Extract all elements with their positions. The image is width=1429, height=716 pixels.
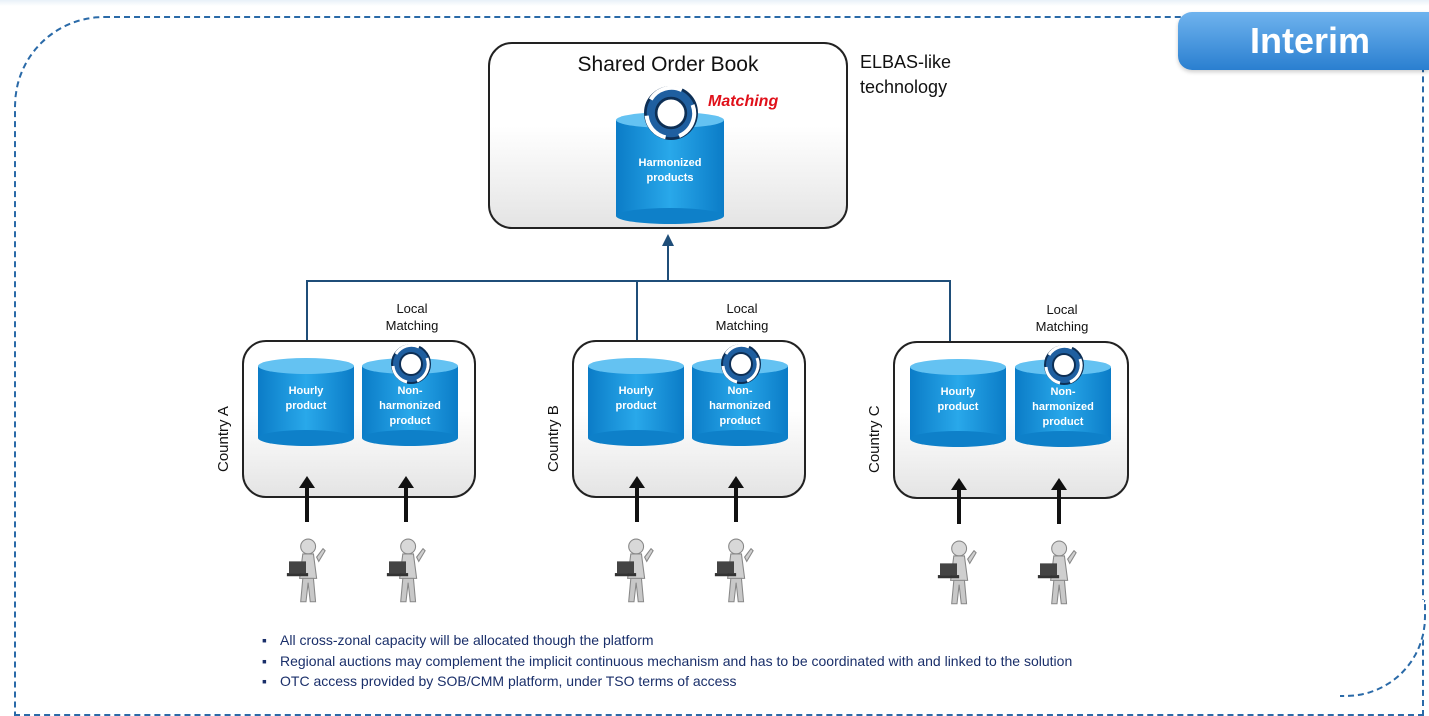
country-c-hourly-cylinder: Hourly product: [910, 359, 1006, 447]
bullet-text-1: All cross-zonal capacity will be allocat…: [280, 632, 654, 648]
local-matching-a-line-1: Local: [396, 301, 428, 316]
bullet-item: ▪Regional auctions may complement the im…: [262, 652, 1073, 669]
b-hourly-1: Hourly: [618, 385, 654, 397]
trader-figure-icon: [386, 538, 426, 603]
connector-drop-c: [949, 280, 951, 372]
local-matching-b-line-2: Matching: [715, 318, 769, 333]
connector-drop-b: [636, 280, 638, 372]
country-a-label: Country A: [215, 406, 232, 472]
c-non-3: product: [1042, 416, 1084, 428]
a-non-1: Non-: [397, 385, 423, 397]
b-non-3: product: [719, 415, 761, 427]
country-a-hourly-cylinder: Hourly product: [258, 358, 354, 446]
matching-cycle-icon: [390, 343, 432, 385]
elbas-note-line-2: technology: [860, 77, 948, 97]
badge-label: Interim: [1250, 20, 1371, 61]
arrow-up: [1051, 478, 1067, 524]
elbas-note: ELBAS-like technology: [860, 50, 951, 100]
b-non-2: harmonized: [709, 400, 771, 412]
local-matching-a: Local Matching: [372, 300, 452, 334]
local-matching-c-line-1: Local: [1046, 302, 1078, 317]
c-non-1: Non-: [1050, 386, 1076, 398]
c-non-2: harmonized: [1032, 401, 1094, 413]
connector-drop-a: [306, 280, 308, 372]
a-hourly-1: Hourly: [288, 385, 324, 397]
a-non-3: product: [389, 415, 431, 427]
bullet-text-2: Regional auctions may complement the imp…: [280, 652, 1073, 669]
country-c-label: Country C: [866, 405, 883, 473]
local-matching-a-line-2: Matching: [385, 318, 439, 333]
interim-badge: Interim: [1178, 12, 1429, 70]
bullet-text-3: OTC access provided by SOB/CMM platform,…: [280, 673, 737, 689]
arrow-up: [398, 476, 414, 522]
country-a-non-harmonized-cylinder: Non-harmonized product: [362, 358, 458, 446]
trader-figure-icon: [286, 538, 326, 603]
country-b-hourly-cylinder: Hourly product: [588, 358, 684, 446]
harmonized-label-1: Harmonized: [638, 157, 702, 169]
c-hourly-2: product: [937, 401, 979, 413]
b-non-1: Non-: [727, 385, 753, 397]
local-matching-b: Local Matching: [702, 300, 782, 334]
arrow-up: [299, 476, 315, 522]
arrow-up: [629, 476, 645, 522]
matching-label: Matching: [708, 93, 779, 110]
trader-figure-icon: [937, 540, 977, 605]
bullet-list: ▪All cross-zonal capacity will be alloca…: [262, 630, 1072, 692]
country-b-label: Country B: [545, 405, 562, 472]
bullet-item: ▪OTC access provided by SOB/CMM platform…: [262, 673, 737, 689]
a-hourly-2: product: [285, 400, 327, 412]
local-matching-c-line-2: Matching: [1035, 319, 1089, 334]
trader-figure-icon: [1037, 540, 1077, 605]
connector-arrowhead: [662, 234, 674, 246]
trader-figure-icon: [614, 538, 654, 603]
local-matching-c: Local Matching: [1022, 301, 1102, 335]
elbas-note-line-1: ELBAS-like: [860, 52, 952, 72]
local-matching-b-line-1: Local: [726, 301, 758, 316]
bullet-item: ▪All cross-zonal capacity will be alloca…: [262, 632, 654, 648]
connector-vertical-main: [667, 246, 669, 280]
trader-figure-icon: [714, 538, 754, 603]
shared-order-book-title: Shared Order Book: [577, 53, 759, 76]
b-hourly-2: product: [615, 400, 657, 412]
harmonized-products-cylinder: Harmonized products: [616, 112, 724, 224]
arrow-up: [951, 478, 967, 524]
arrow-up: [728, 476, 744, 522]
matching-cycle-icon: [643, 85, 699, 141]
a-non-2: harmonized: [379, 400, 441, 412]
connector-horizontal: [306, 280, 951, 282]
top-rule: [0, 0, 1429, 6]
matching-cycle-icon: [720, 343, 762, 385]
matching-cycle-icon: [1043, 344, 1085, 386]
harmonized-label-2: products: [646, 172, 694, 184]
c-hourly-1: Hourly: [940, 386, 976, 398]
